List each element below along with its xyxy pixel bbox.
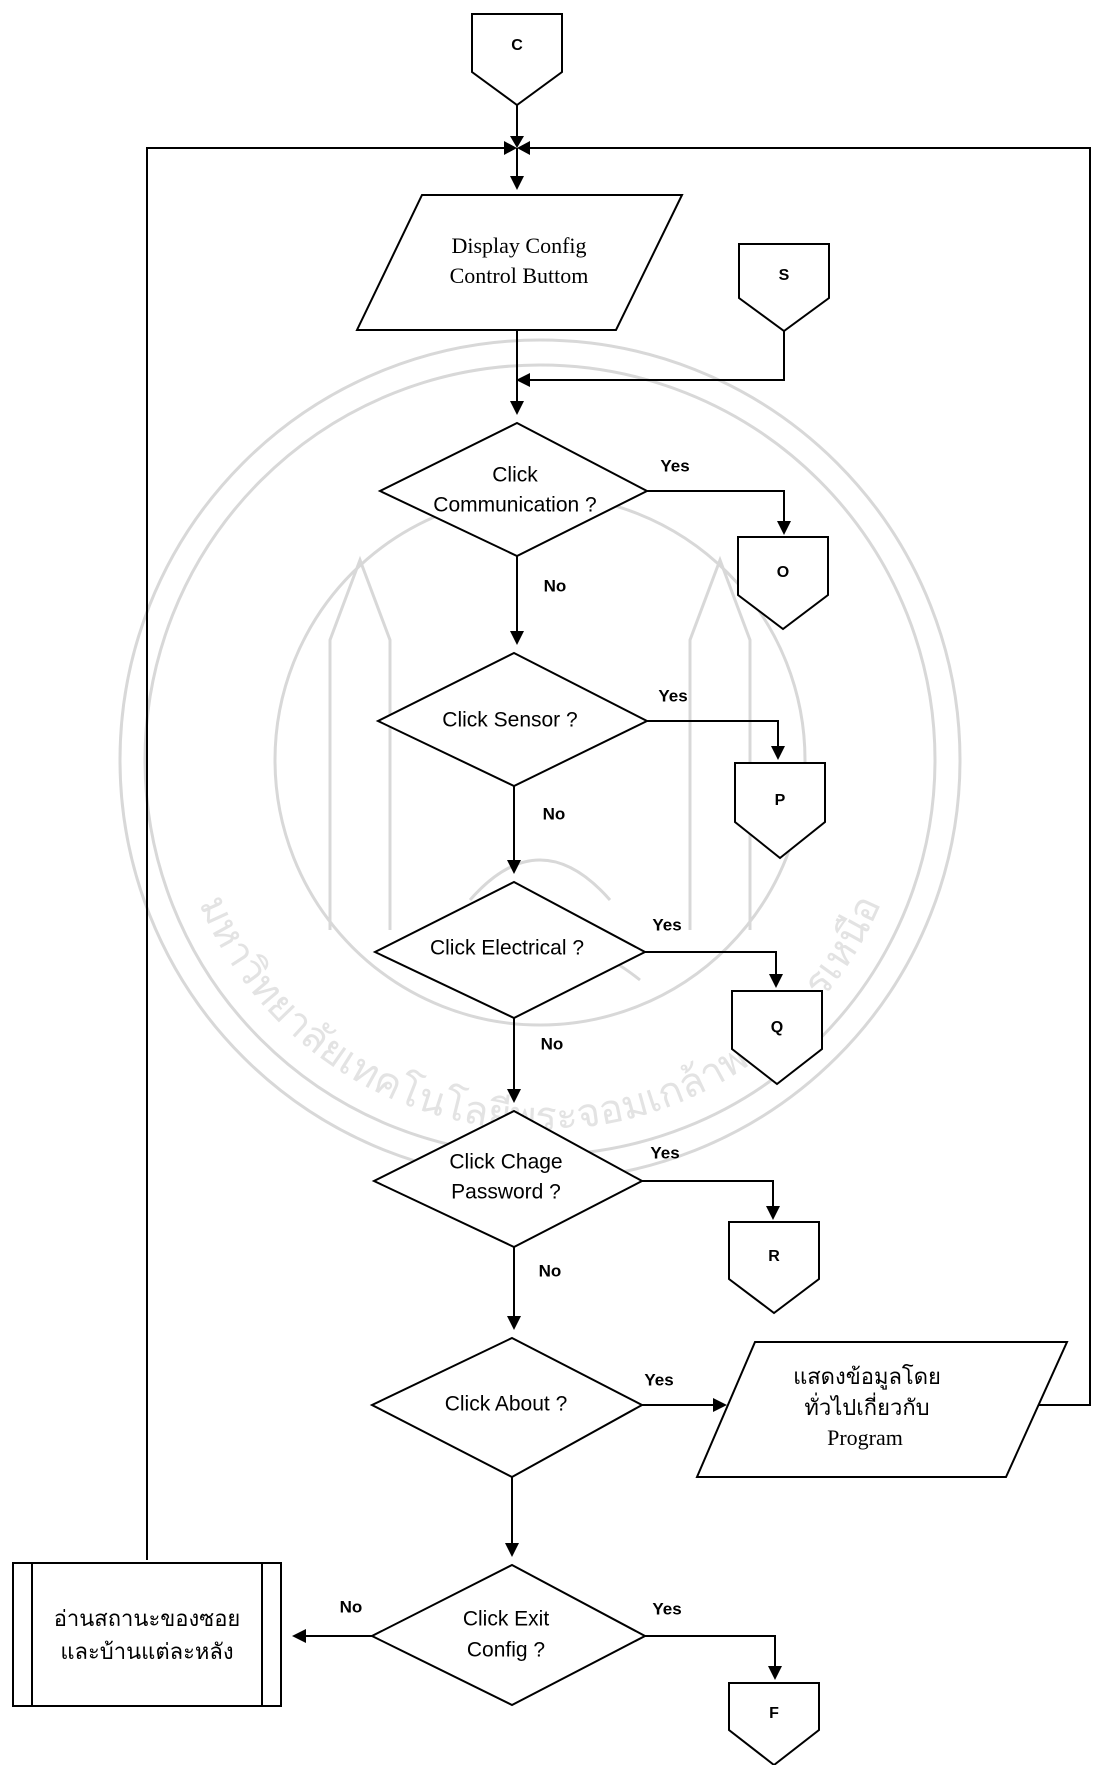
arrow-to-exit: [505, 1543, 519, 1557]
svg-text:Click Chage: Click Chage: [449, 1151, 562, 1174]
no-label-sensor: No: [543, 804, 566, 823]
no-label-communication: No: [544, 576, 567, 595]
connector-q: Q: [731, 990, 823, 1086]
arrow-to-display: [510, 176, 524, 190]
no-label-password: No: [539, 1261, 562, 1280]
svg-text:P: P: [775, 792, 786, 809]
svg-text:Q: Q: [771, 1019, 783, 1036]
read-status-process: อ่านสถานะของซอย และบ้านแต่ละหลัง: [12, 1562, 282, 1707]
yes-label-password: Yes: [650, 1143, 679, 1162]
no-label-electrical: No: [541, 1034, 564, 1053]
svg-text:C: C: [511, 37, 523, 54]
svg-text:และบ้านแต่ละหลัง: และบ้านแต่ละหลัง: [60, 1639, 233, 1664]
display-config-io: Display Config Control Buttom: [355, 194, 684, 331]
yes-label-about: Yes: [644, 1370, 673, 1389]
decision-communication: Click Communication ?: [377, 421, 650, 558]
edge-labels: Yes No Yes No Yes No Yes No Yes Yes No: [340, 456, 690, 1618]
svg-text:Click Exit: Click Exit: [463, 1608, 550, 1631]
svg-text:Click Electrical ?: Click Electrical ?: [430, 937, 584, 960]
connector-c: C: [471, 13, 563, 107]
arrow-loop-right: [517, 141, 530, 155]
svg-text:O: O: [777, 564, 789, 581]
arrow-to-about: [507, 1316, 521, 1330]
svg-text:Password ?: Password ?: [451, 1181, 561, 1204]
connector-o: O: [737, 536, 829, 631]
svg-text:อ่านสถานะของซอย: อ่านสถานะของซอย: [54, 1606, 241, 1631]
svg-text:Click: Click: [492, 464, 538, 487]
svg-text:ทั่วไปเกี่ยวกับ: ทั่วไปเกี่ยวกับ: [804, 1392, 929, 1420]
yes-label-sensor: Yes: [658, 686, 687, 705]
arrow-s-merge: [516, 373, 530, 387]
decision-about: Click About ?: [369, 1336, 645, 1479]
svg-text:Click About ?: Click About ?: [445, 1393, 568, 1416]
arrow-to-q: [769, 974, 783, 988]
connector-f: F: [728, 1682, 820, 1765]
decision-password: Click Chage Password ?: [371, 1109, 645, 1249]
arrow-to-about-io: [713, 1398, 727, 1412]
arrow-c-down: [510, 136, 524, 148]
connector-s: S: [738, 243, 830, 333]
yes-label-communication: Yes: [660, 456, 689, 475]
arrow-to-read-status: [292, 1629, 306, 1643]
arrow-to-password: [507, 1089, 521, 1103]
no-label-exit: No: [340, 1597, 363, 1616]
svg-text:Display Config: Display Config: [451, 233, 586, 258]
svg-text:Config ?: Config ?: [467, 1639, 545, 1662]
svg-text:Click Sensor ?: Click Sensor ?: [442, 709, 577, 732]
arrow-to-f: [768, 1666, 782, 1680]
flow-lines: [146, 105, 1091, 1677]
connector-p: P: [734, 762, 826, 860]
decision-electrical: Click Electrical ?: [372, 880, 648, 1020]
arrow-to-communication: [510, 401, 524, 415]
yes-label-exit: Yes: [652, 1599, 681, 1618]
svg-text:S: S: [779, 267, 790, 284]
arrow-to-p: [771, 746, 785, 760]
decision-exit: Click Exit Config ?: [369, 1563, 648, 1707]
svg-text:Program: Program: [827, 1425, 903, 1450]
yes-label-electrical: Yes: [652, 915, 681, 934]
svg-text:Control Buttom: Control Buttom: [450, 263, 589, 288]
decision-sensor: Click Sensor ?: [375, 651, 650, 788]
arrow-to-r: [766, 1206, 780, 1220]
arrow-loop-left: [504, 141, 517, 155]
arrow-to-sensor: [510, 631, 524, 645]
connector-r: R: [728, 1221, 820, 1315]
svg-text:แสดงข้อมูลโดย: แสดงข้อมูลโดย: [793, 1364, 941, 1390]
svg-text:Communication ?: Communication ?: [433, 494, 596, 517]
arrow-to-o: [777, 521, 791, 535]
about-program-io: แสดงข้อมูลโดย ทั่วไปเกี่ยวกับ Program: [695, 1341, 1069, 1478]
svg-text:R: R: [768, 1248, 780, 1265]
arrow-to-electrical: [507, 860, 521, 874]
svg-text:F: F: [769, 1705, 779, 1722]
arrowheads: [292, 136, 791, 1680]
